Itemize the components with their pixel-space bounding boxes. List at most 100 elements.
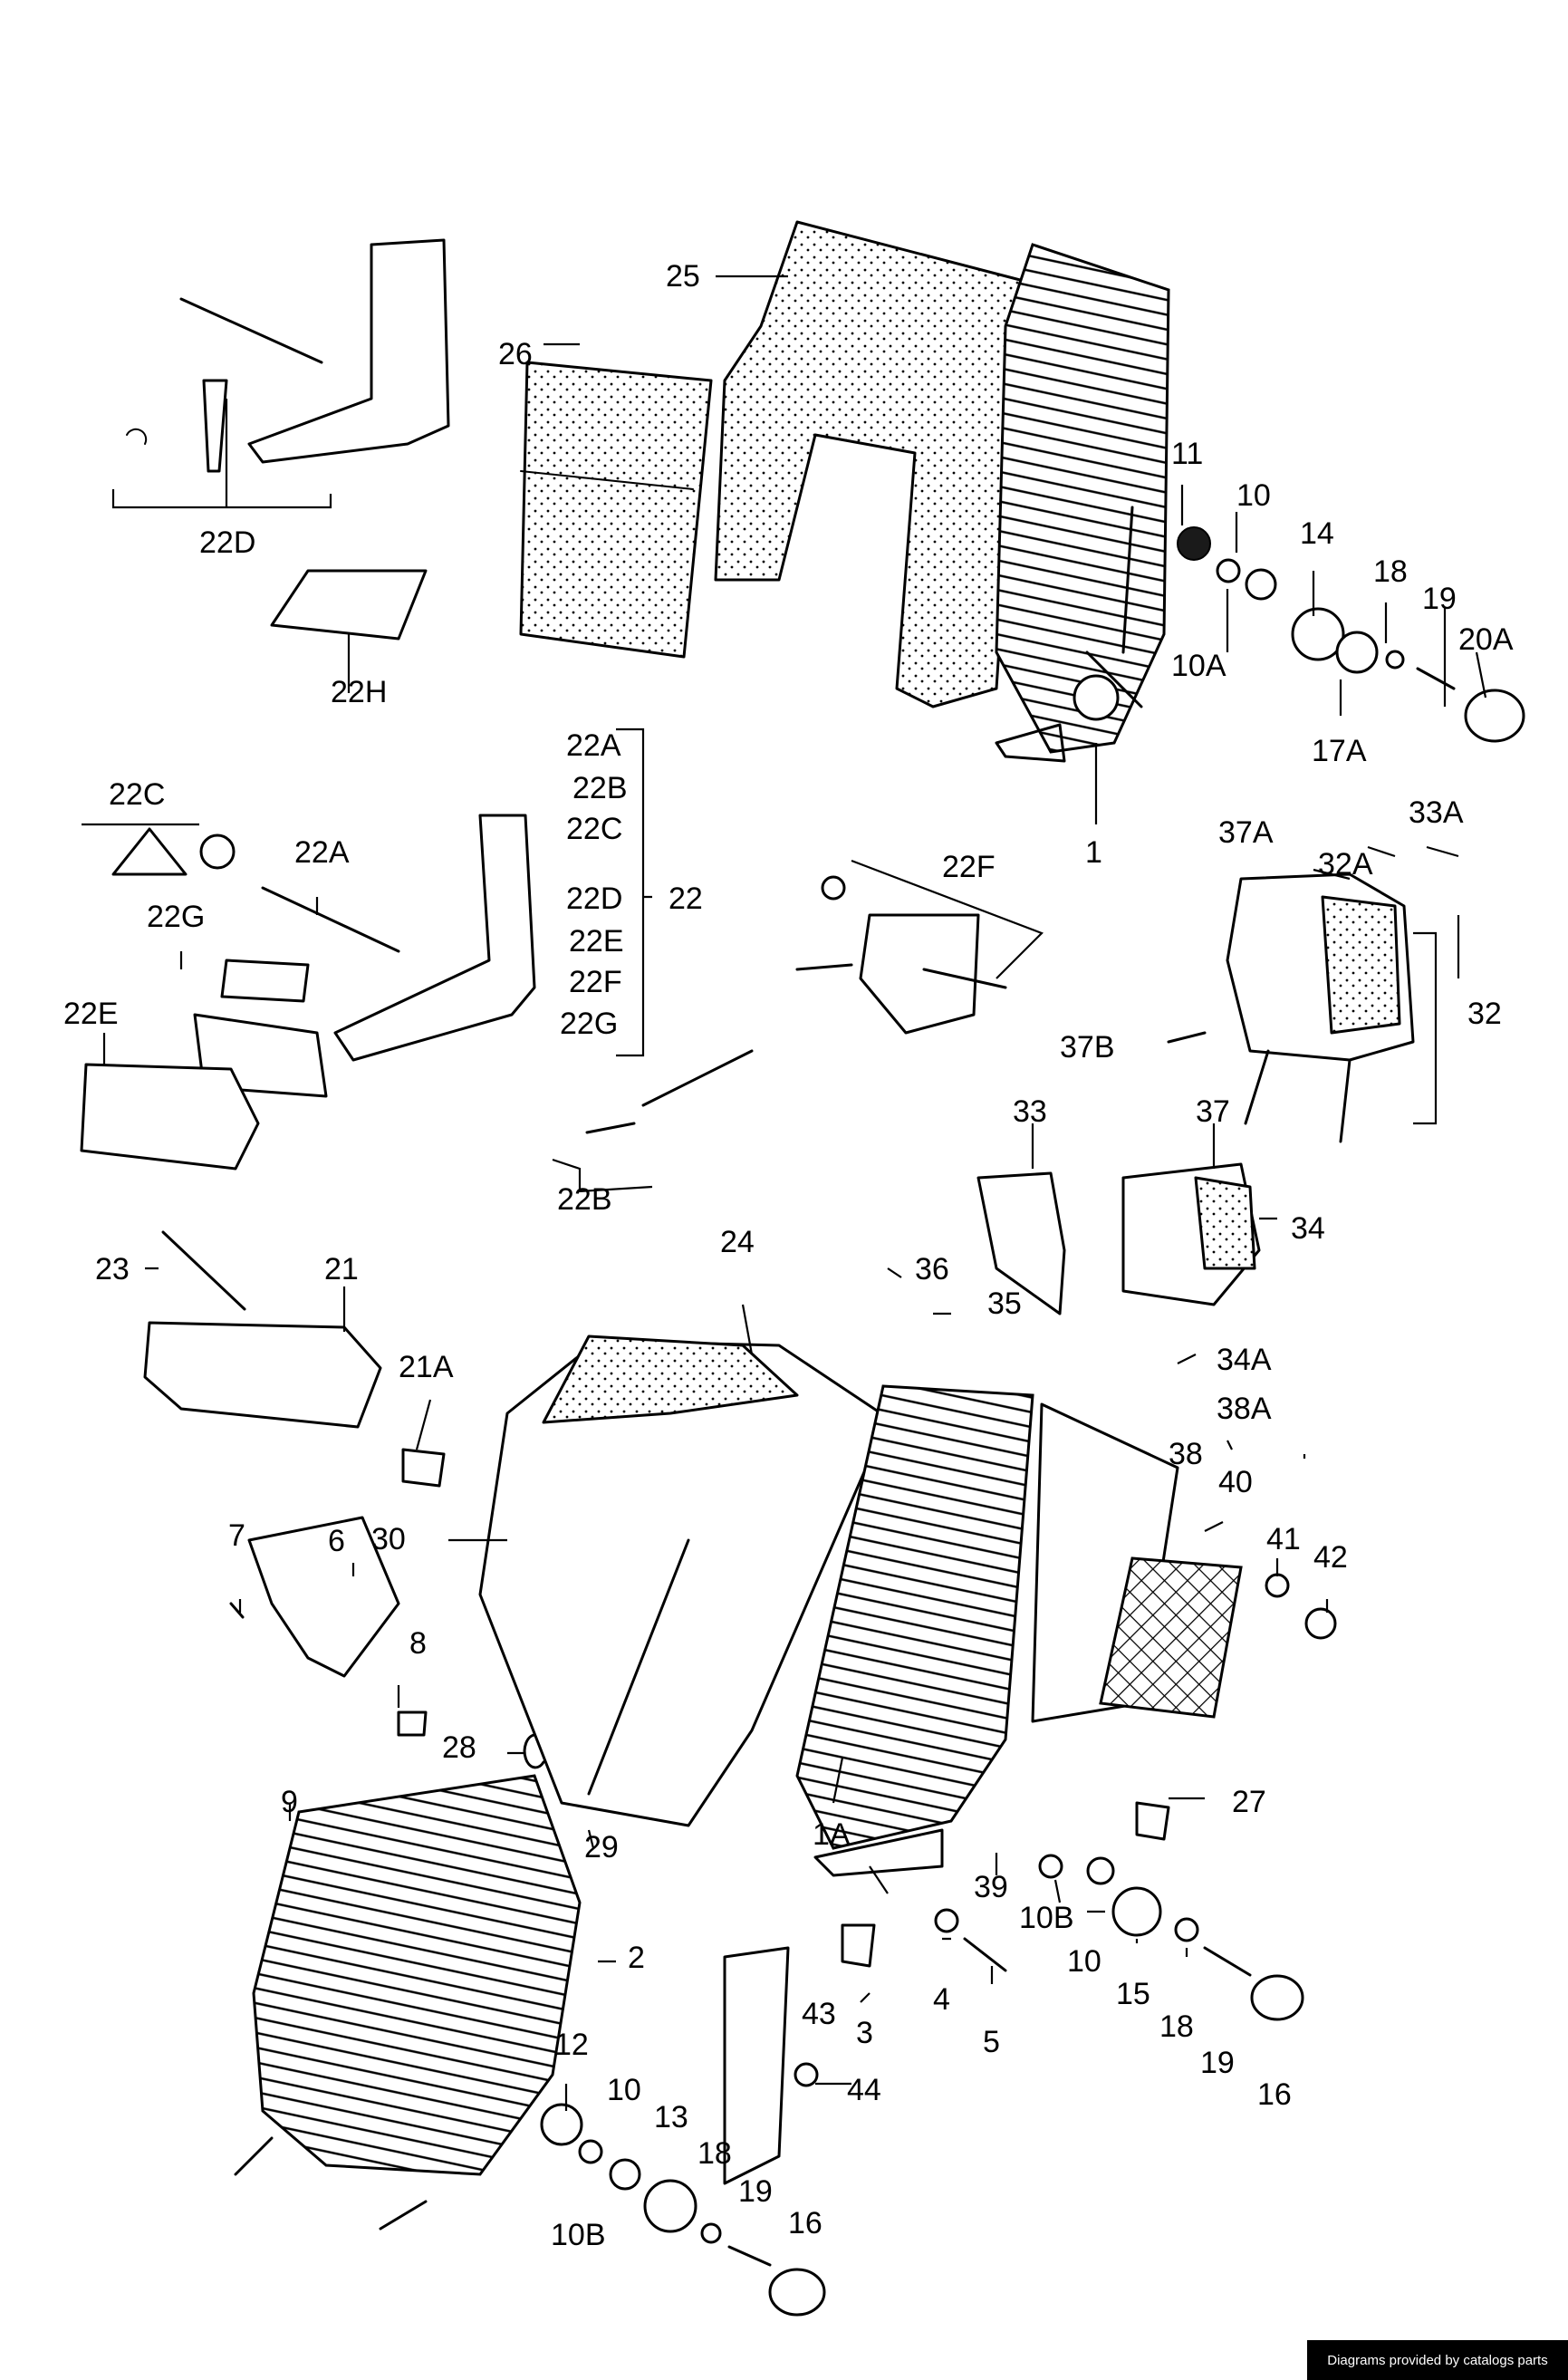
callout-22B-list: 22B <box>572 771 628 805</box>
callout-33: 33 <box>1013 1094 1047 1129</box>
seat-plate-and-clips <box>229 1516 1170 1841</box>
callout-38: 38 <box>1169 1437 1203 1471</box>
callout-19-bot: 19 <box>738 2174 773 2209</box>
callout-6: 6 <box>328 1524 345 1558</box>
callout-41: 41 <box>1266 1522 1301 1556</box>
callout-37A: 37A <box>1218 815 1274 850</box>
callout-16-mid: 16 <box>1257 2077 1292 2112</box>
callout-30: 30 <box>371 1522 406 1556</box>
gas-strut <box>585 1049 754 1134</box>
callout-13: 13 <box>654 2100 688 2134</box>
callout-22A-list: 22A <box>566 728 621 763</box>
callout-36: 36 <box>915 1252 949 1286</box>
callout-27: 27 <box>1232 1785 1266 1819</box>
callout-9: 9 <box>281 1785 298 1819</box>
callout-14: 14 <box>1300 516 1334 551</box>
seat-frame <box>234 1774 582 2231</box>
callout-19-top: 19 <box>1422 582 1457 616</box>
callout-18-bot: 18 <box>697 2136 732 2171</box>
callout-1: 1 <box>1085 835 1102 870</box>
callout-20A: 20A <box>1458 622 1514 657</box>
callout-34A: 34A <box>1217 1343 1272 1377</box>
callout-21A: 21A <box>399 1350 454 1384</box>
trim-strip <box>270 569 428 641</box>
callout-24: 24 <box>720 1225 755 1259</box>
callout-10-bot: 10 <box>607 2073 641 2107</box>
callout-22: 22 <box>669 882 703 916</box>
callout-8: 8 <box>409 1626 427 1661</box>
callout-15: 15 <box>1116 1977 1150 2011</box>
callout-35: 35 <box>987 1286 1022 1321</box>
seat-side-bracket <box>333 814 536 1062</box>
callout-22C: 22C <box>109 777 165 812</box>
backrest-frame-lower <box>795 1384 1034 1877</box>
callout-23: 23 <box>95 1252 130 1286</box>
callout-22F: 22F <box>942 850 996 884</box>
callout-25: 25 <box>666 259 700 294</box>
callout-38A: 38A <box>1217 1392 1272 1426</box>
callout-22G: 22G <box>147 900 205 934</box>
callout-2: 2 <box>628 1941 645 1975</box>
backrest-foam-pad <box>519 361 713 659</box>
rod-clip-set <box>126 238 450 473</box>
callout-4: 4 <box>933 1982 950 2017</box>
callout-43: 43 <box>802 1997 836 2031</box>
callout-22G-list: 22G <box>560 1007 618 1041</box>
callout-33A: 33A <box>1409 795 1464 830</box>
callout-16-bot: 16 <box>788 2206 822 2240</box>
callout-5: 5 <box>983 2025 1000 2059</box>
callout-34: 34 <box>1291 1211 1325 1246</box>
recliner-knob-stack <box>1177 526 1525 743</box>
callout-10A: 10A <box>1171 649 1227 683</box>
backrest-frame-upper <box>995 243 1170 763</box>
callout-labels: 25 26 22D 22H 11 10 14 18 19 20A 10A 17A… <box>63 259 1514 2252</box>
height-adjust-spring <box>795 875 1007 1035</box>
callout-32: 32 <box>1467 997 1502 1031</box>
callout-19-mid: 19 <box>1200 2046 1235 2080</box>
lower-knob-stacks <box>540 1854 1304 2317</box>
callout-28: 28 <box>442 1730 476 1765</box>
callout-39: 39 <box>974 1870 1008 1904</box>
callout-18-top: 18 <box>1373 554 1408 589</box>
lumbar-mesh-panel <box>1031 1402 1337 1723</box>
credit-banner: Diagrams provided by catalogs parts <box>1307 2340 1568 2380</box>
callout-26: 26 <box>498 337 533 371</box>
headrest-guides <box>976 1162 1261 1315</box>
callout-12: 12 <box>554 2028 589 2062</box>
callout-22H: 22H <box>331 675 387 709</box>
callout-22F-list: 22F <box>569 965 622 999</box>
callout-22B: 22B <box>557 1182 612 1217</box>
callout-29: 29 <box>584 1830 619 1864</box>
callout-22D: 22D <box>199 525 255 560</box>
headrest <box>1167 872 1415 1143</box>
callout-3: 3 <box>856 2016 873 2050</box>
callout-7: 7 <box>228 1518 245 1553</box>
leader-lines <box>82 275 1487 2111</box>
callout-22C-list: 22C <box>566 812 622 846</box>
callout-44: 44 <box>847 2073 881 2107</box>
backrest-cover <box>478 1335 890 1827</box>
callout-17A: 17A <box>1312 734 1367 768</box>
callout-22E-list: 22E <box>569 924 624 959</box>
callout-21: 21 <box>324 1252 359 1286</box>
callout-32A: 32A <box>1318 847 1373 882</box>
callout-10-top: 10 <box>1236 478 1271 513</box>
callout-1A: 1A <box>813 1817 851 1852</box>
cover-cap-set <box>111 827 400 953</box>
callout-22A: 22A <box>294 835 350 870</box>
backrest-foam-frame <box>714 220 1025 708</box>
callout-37: 37 <box>1196 1094 1230 1129</box>
callout-22D-list: 22D <box>566 882 622 916</box>
callout-10B-mid: 10B <box>1019 1901 1074 1935</box>
callout-40: 40 <box>1218 1465 1253 1499</box>
callout-37B: 37B <box>1060 1030 1115 1065</box>
callout-11: 11 <box>1171 437 1203 471</box>
credit-text: Diagrams provided by catalogs parts <box>1327 2352 1548 2368</box>
callout-10B-bot: 10B <box>551 2218 606 2252</box>
callout-10-mid: 10 <box>1067 1944 1101 1979</box>
callout-42: 42 <box>1313 1540 1348 1575</box>
guide-clip-set <box>80 959 328 1171</box>
callout-22E: 22E <box>63 997 119 1031</box>
callout-18-mid: 18 <box>1159 2009 1194 2044</box>
